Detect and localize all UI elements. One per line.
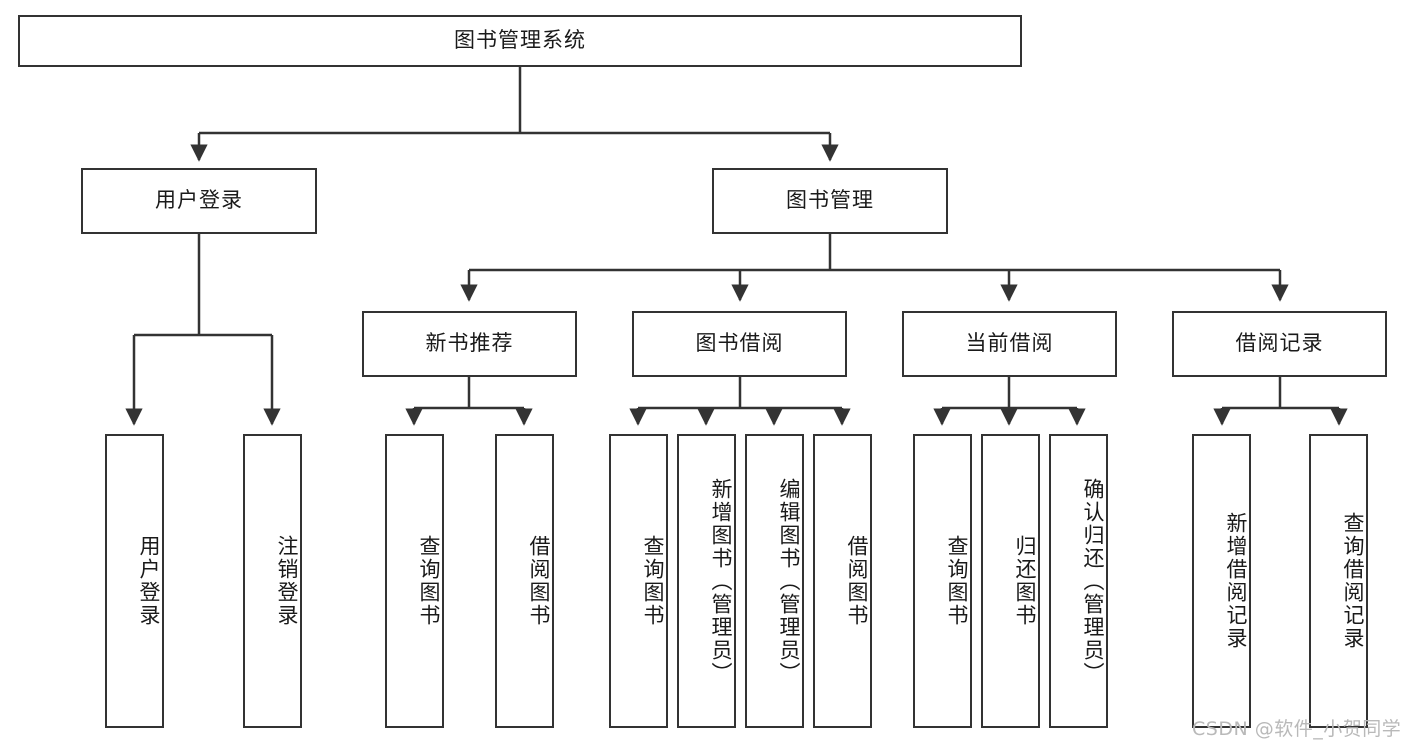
node-user-login[interactable]: 用户登录 xyxy=(81,168,317,234)
node-new-book-recommend-label: 新书推荐 xyxy=(425,331,514,356)
node-leaf-query-book-2[interactable]: 查询图书 xyxy=(609,434,668,728)
node-borrow-record[interactable]: 借阅记录 xyxy=(1172,311,1387,377)
node-leaf-query-book-1[interactable]: 查询图书 xyxy=(385,434,444,728)
node-book-borrow[interactable]: 图书借阅 xyxy=(632,311,847,377)
node-leaf-borrow-book-2-label: 借阅图书 xyxy=(845,535,869,627)
node-leaf-query-book-2-label: 查询图书 xyxy=(641,535,665,627)
node-leaf-confirm-return-admin-label: 确认归还（管理员） xyxy=(1081,477,1105,685)
node-leaf-return-book[interactable]: 归还图书 xyxy=(981,434,1040,728)
node-book-manage[interactable]: 图书管理 xyxy=(712,168,948,234)
node-new-book-recommend[interactable]: 新书推荐 xyxy=(362,311,577,377)
node-leaf-add-book-admin-label: 新增图书（管理员） xyxy=(709,477,733,685)
node-leaf-add-book-admin[interactable]: 新增图书（管理员） xyxy=(677,434,736,728)
node-book-manage-label: 图书管理 xyxy=(786,188,874,213)
node-root[interactable]: 图书管理系统 xyxy=(18,15,1022,67)
node-borrow-record-label: 借阅记录 xyxy=(1235,331,1324,356)
node-leaf-logout-login-label: 注销登录 xyxy=(275,535,299,627)
node-book-borrow-label: 图书借阅 xyxy=(695,331,784,356)
node-current-borrow-label: 当前借阅 xyxy=(965,331,1054,356)
node-leaf-user-login[interactable]: 用户登录 xyxy=(105,434,164,728)
node-leaf-query-borrow-record-label: 查询借阅记录 xyxy=(1341,512,1365,650)
node-current-borrow[interactable]: 当前借阅 xyxy=(902,311,1117,377)
node-leaf-return-book-label: 归还图书 xyxy=(1013,535,1037,627)
node-leaf-query-book-1-label: 查询图书 xyxy=(417,535,441,627)
node-leaf-confirm-return-admin[interactable]: 确认归还（管理员） xyxy=(1049,434,1108,728)
node-leaf-query-borrow-record[interactable]: 查询借阅记录 xyxy=(1309,434,1368,728)
node-leaf-add-borrow-record-label: 新增借阅记录 xyxy=(1224,512,1248,650)
node-leaf-logout-login[interactable]: 注销登录 xyxy=(243,434,302,728)
csdn-watermark: CSDN @软件_小贺同学 xyxy=(1192,718,1402,740)
node-leaf-user-login-label: 用户登录 xyxy=(137,535,161,627)
node-user-login-label: 用户登录 xyxy=(155,188,243,213)
node-leaf-edit-book-admin[interactable]: 编辑图书（管理员） xyxy=(745,434,804,728)
node-leaf-query-book-3-label: 查询图书 xyxy=(945,535,969,627)
node-leaf-borrow-book-1[interactable]: 借阅图书 xyxy=(495,434,554,728)
node-leaf-edit-book-admin-label: 编辑图书（管理员） xyxy=(777,477,801,685)
node-leaf-borrow-book-2[interactable]: 借阅图书 xyxy=(813,434,872,728)
node-leaf-borrow-book-1-label: 借阅图书 xyxy=(527,535,551,627)
node-leaf-query-book-3[interactable]: 查询图书 xyxy=(913,434,972,728)
node-root-label: 图书管理系统 xyxy=(454,28,586,53)
node-leaf-add-borrow-record[interactable]: 新增借阅记录 xyxy=(1192,434,1251,728)
